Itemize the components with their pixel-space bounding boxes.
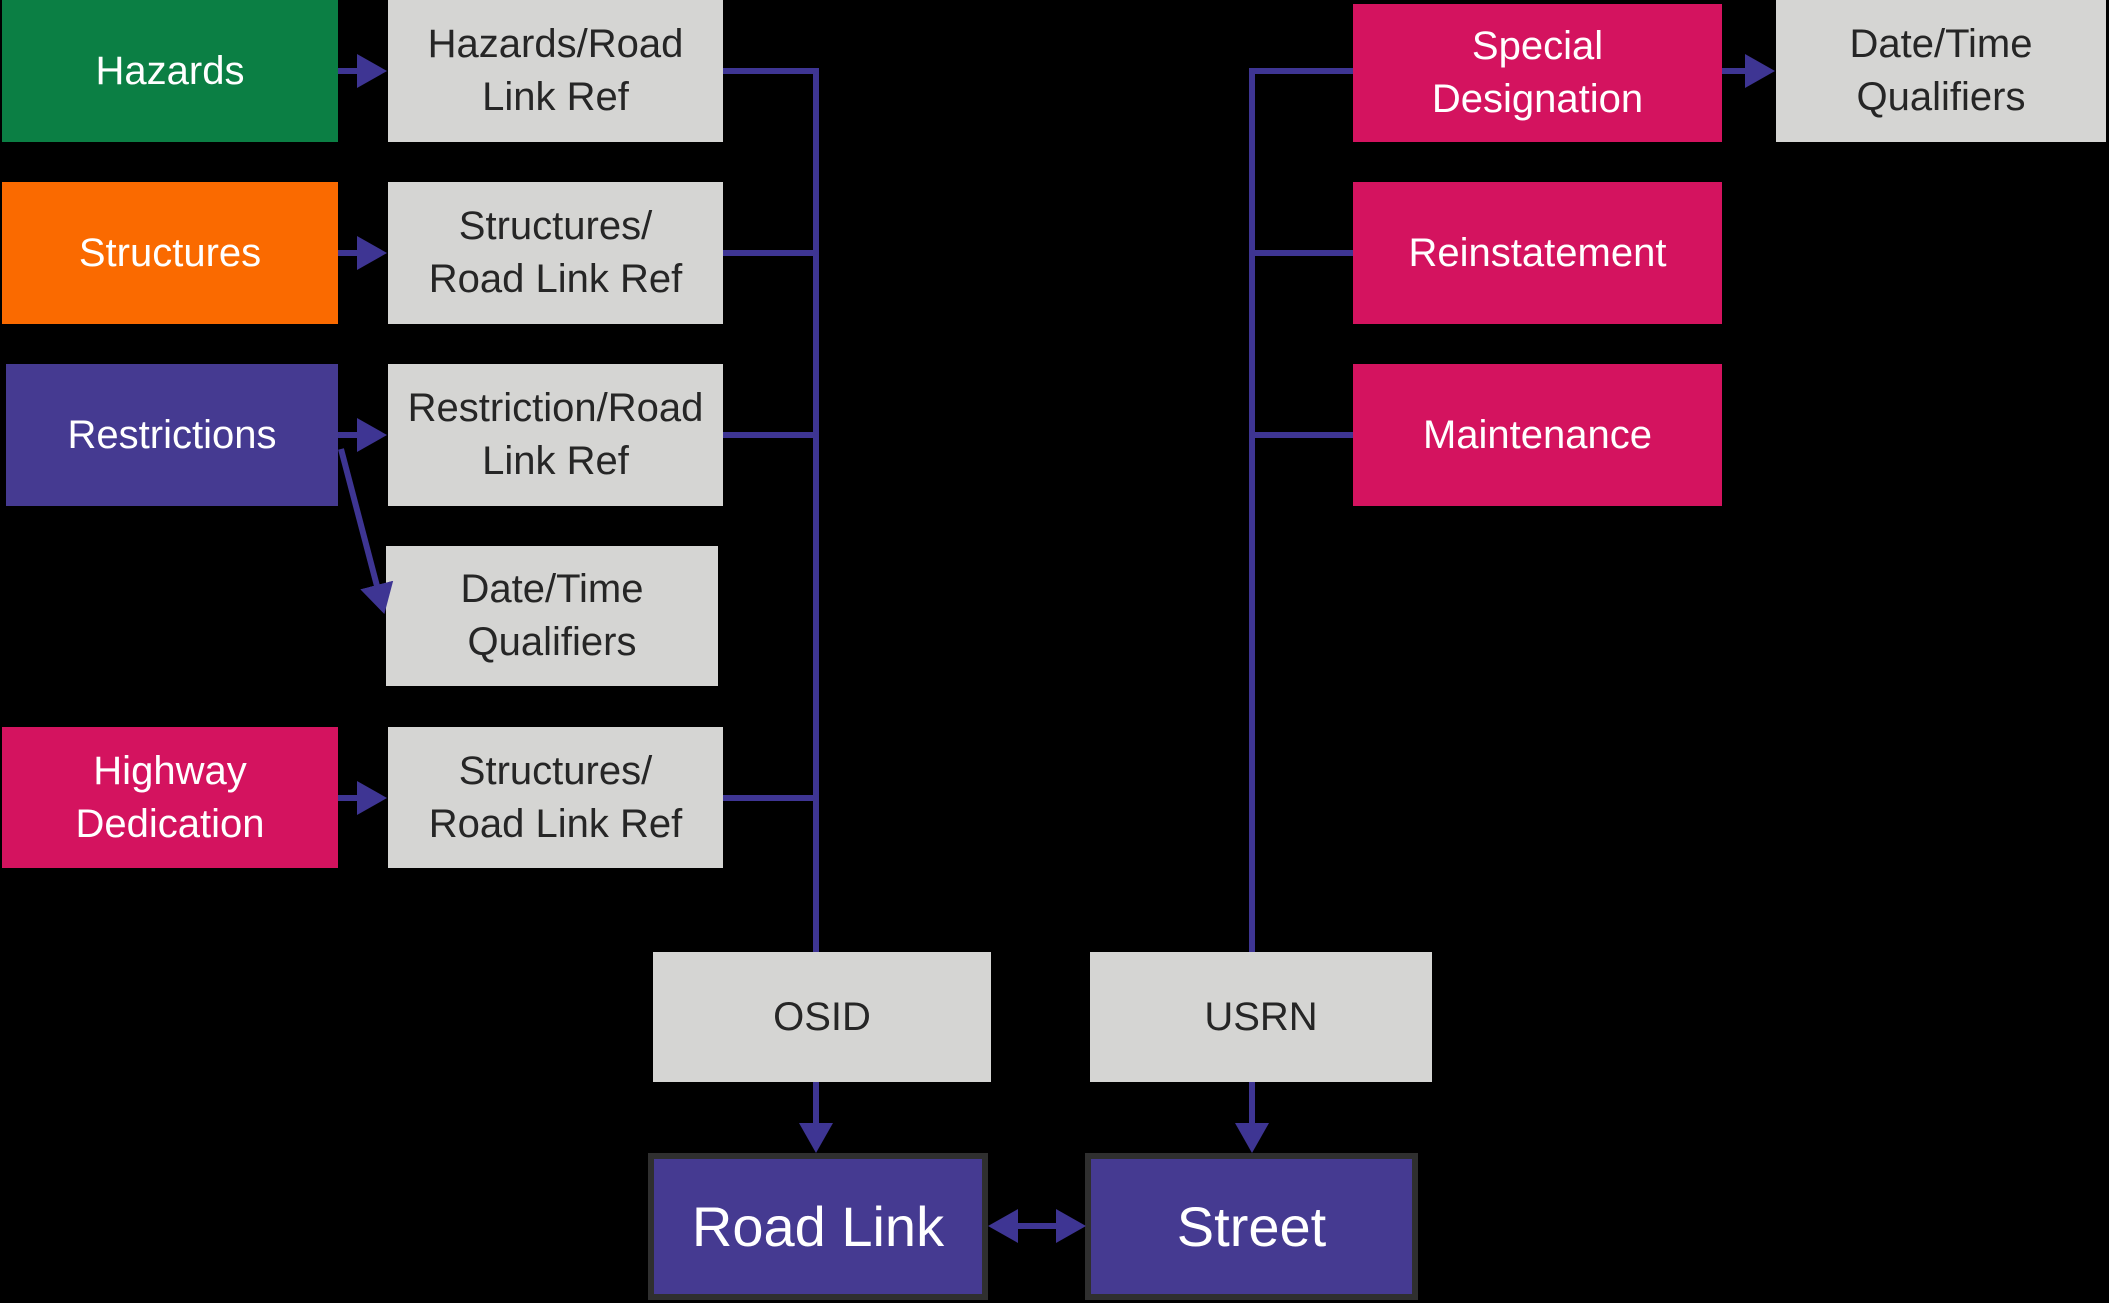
node-maintenance: Maintenance xyxy=(1353,364,1722,506)
node-highway-dedication-label: Highway xyxy=(93,748,247,793)
node-restrictions: Restrictions xyxy=(6,364,338,506)
node-hazards: Hazards xyxy=(2,0,338,142)
node-reinstatement-label: Reinstatement xyxy=(1408,230,1667,275)
node-structures-road-link-ref-2: Structures/ Road Link Ref xyxy=(388,727,723,868)
node-road-link: Road Link xyxy=(648,1153,988,1300)
node-structures: Structures xyxy=(2,182,338,324)
node-restriction-road-link-ref-label: Restriction/Road xyxy=(407,386,704,431)
node-hazards-road-link-ref-label2: Link Ref xyxy=(482,75,629,119)
node-restrictions-label: Restrictions xyxy=(67,412,277,457)
node-special-designation-label2: Designation xyxy=(1431,77,1644,121)
node-hazards-road-link-ref: Hazards/Road Link Ref xyxy=(388,0,723,142)
node-date-time-qualifiers-right: Date/Time Qualifiers xyxy=(1776,0,2106,142)
node-usrn: USRN xyxy=(1090,952,1432,1082)
node-highway-dedication: Highway Dedication xyxy=(2,727,338,868)
node-special-designation: Special Designation xyxy=(1353,4,1722,142)
node-street: Street xyxy=(1085,1153,1418,1300)
node-highway-dedication-label2: Dedication xyxy=(75,801,265,846)
node-date-time-qualifiers-left: Date/Time Qualifiers xyxy=(386,546,718,686)
node-structures-road-link-ref-2-label: Structures/ xyxy=(458,748,653,793)
node-osid: OSID xyxy=(653,952,991,1082)
node-restriction-road-link-ref: Restriction/Road Link Ref xyxy=(388,364,723,506)
node-date-time-qualifiers-left-label2: Qualifiers xyxy=(467,620,637,664)
node-road-link-label: Road Link xyxy=(691,1194,945,1258)
left-tree-line xyxy=(723,68,819,952)
node-structures-road-link-ref-label: Structures/ xyxy=(458,204,653,249)
node-hazards-road-link-ref-label: Hazards/Road xyxy=(427,22,684,67)
node-special-designation-label: Special xyxy=(1471,24,1604,69)
arrow-restrictions-to-date-time xyxy=(338,448,394,615)
node-date-time-qualifiers-left-label: Date/Time xyxy=(460,567,644,612)
right-tree-line xyxy=(1249,68,1353,952)
node-structures-road-link-ref: Structures/ Road Link Ref xyxy=(388,182,723,324)
node-structures-road-link-ref-2-label2: Road Link Ref xyxy=(428,801,683,846)
node-structures-label: Structures xyxy=(78,230,262,275)
node-hazards-label: Hazards xyxy=(95,48,245,93)
node-usrn-label: USRN xyxy=(1204,994,1318,1039)
node-restriction-road-link-ref-label2: Link Ref xyxy=(482,439,629,483)
node-date-time-qualifiers-right-label: Date/Time xyxy=(1849,22,2033,67)
node-maintenance-label: Maintenance xyxy=(1422,412,1653,457)
node-structures-road-link-ref-label2: Road Link Ref xyxy=(428,257,683,301)
node-osid-label: OSID xyxy=(773,994,871,1039)
node-date-time-qualifiers-right-label2: Qualifiers xyxy=(1856,75,2026,119)
node-reinstatement: Reinstatement xyxy=(1353,182,1722,324)
node-street-label: Street xyxy=(1176,1194,1327,1258)
